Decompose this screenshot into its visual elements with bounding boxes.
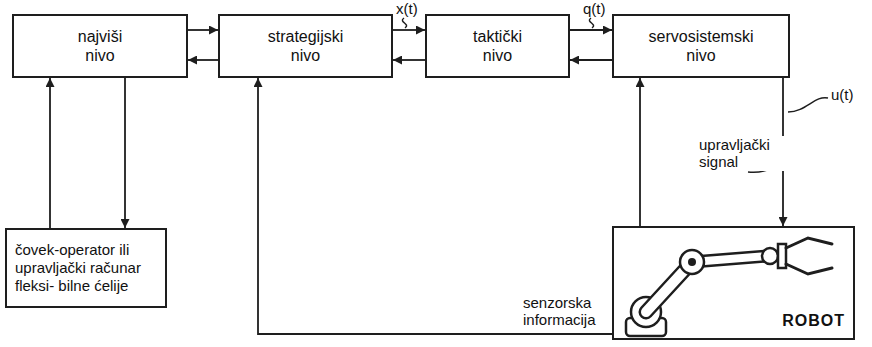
- node-label: najviši nivo: [78, 27, 122, 65]
- process-box: strategijski nivo: [218, 14, 393, 78]
- signal-arrow: [258, 78, 612, 334]
- signal-arrow: [49, 78, 51, 228]
- robot-box: ROBOT: [612, 226, 855, 340]
- node-label: strategijski nivo: [268, 27, 344, 65]
- signal-arrow: [570, 59, 612, 61]
- robot-joint: [688, 258, 696, 266]
- leader-line: [589, 18, 593, 28]
- leader-line: [788, 98, 828, 112]
- signal-arrow: [639, 78, 641, 226]
- signal-label: q(t): [582, 0, 607, 17]
- process-box: najviši nivo: [12, 14, 188, 78]
- robot-joint: [680, 250, 704, 274]
- process-box: čovek-operator ili upravljački računar f…: [5, 228, 167, 308]
- node-label: čovek-operator ili upravljački računar f…: [15, 241, 157, 295]
- signal-label: x(t): [395, 0, 419, 17]
- signal-arrow: [188, 59, 218, 61]
- node-label: taktički nivo: [473, 27, 522, 65]
- node-label: servosistemski nivo: [649, 27, 754, 65]
- signal-label: u(t): [830, 86, 855, 103]
- leader-line: [402, 18, 406, 28]
- node-label: ROBOT: [782, 312, 845, 330]
- process-box: taktički nivo: [425, 14, 570, 78]
- signal-arrow: [188, 29, 218, 31]
- robot-gripper: [786, 264, 832, 274]
- robot-gripper: [786, 238, 832, 248]
- leader-lines: [402, 18, 828, 172]
- signal-label: senzorska informacija: [522, 294, 608, 329]
- annotation-label: upravljački signal: [698, 136, 784, 171]
- signal-arrow: [393, 59, 425, 61]
- signal-arrow: [570, 29, 612, 31]
- signal-arrow: [393, 29, 425, 31]
- signal-arrow: [124, 78, 126, 228]
- process-box: servosistemski nivo: [612, 14, 790, 78]
- robot-wrist: [762, 248, 778, 264]
